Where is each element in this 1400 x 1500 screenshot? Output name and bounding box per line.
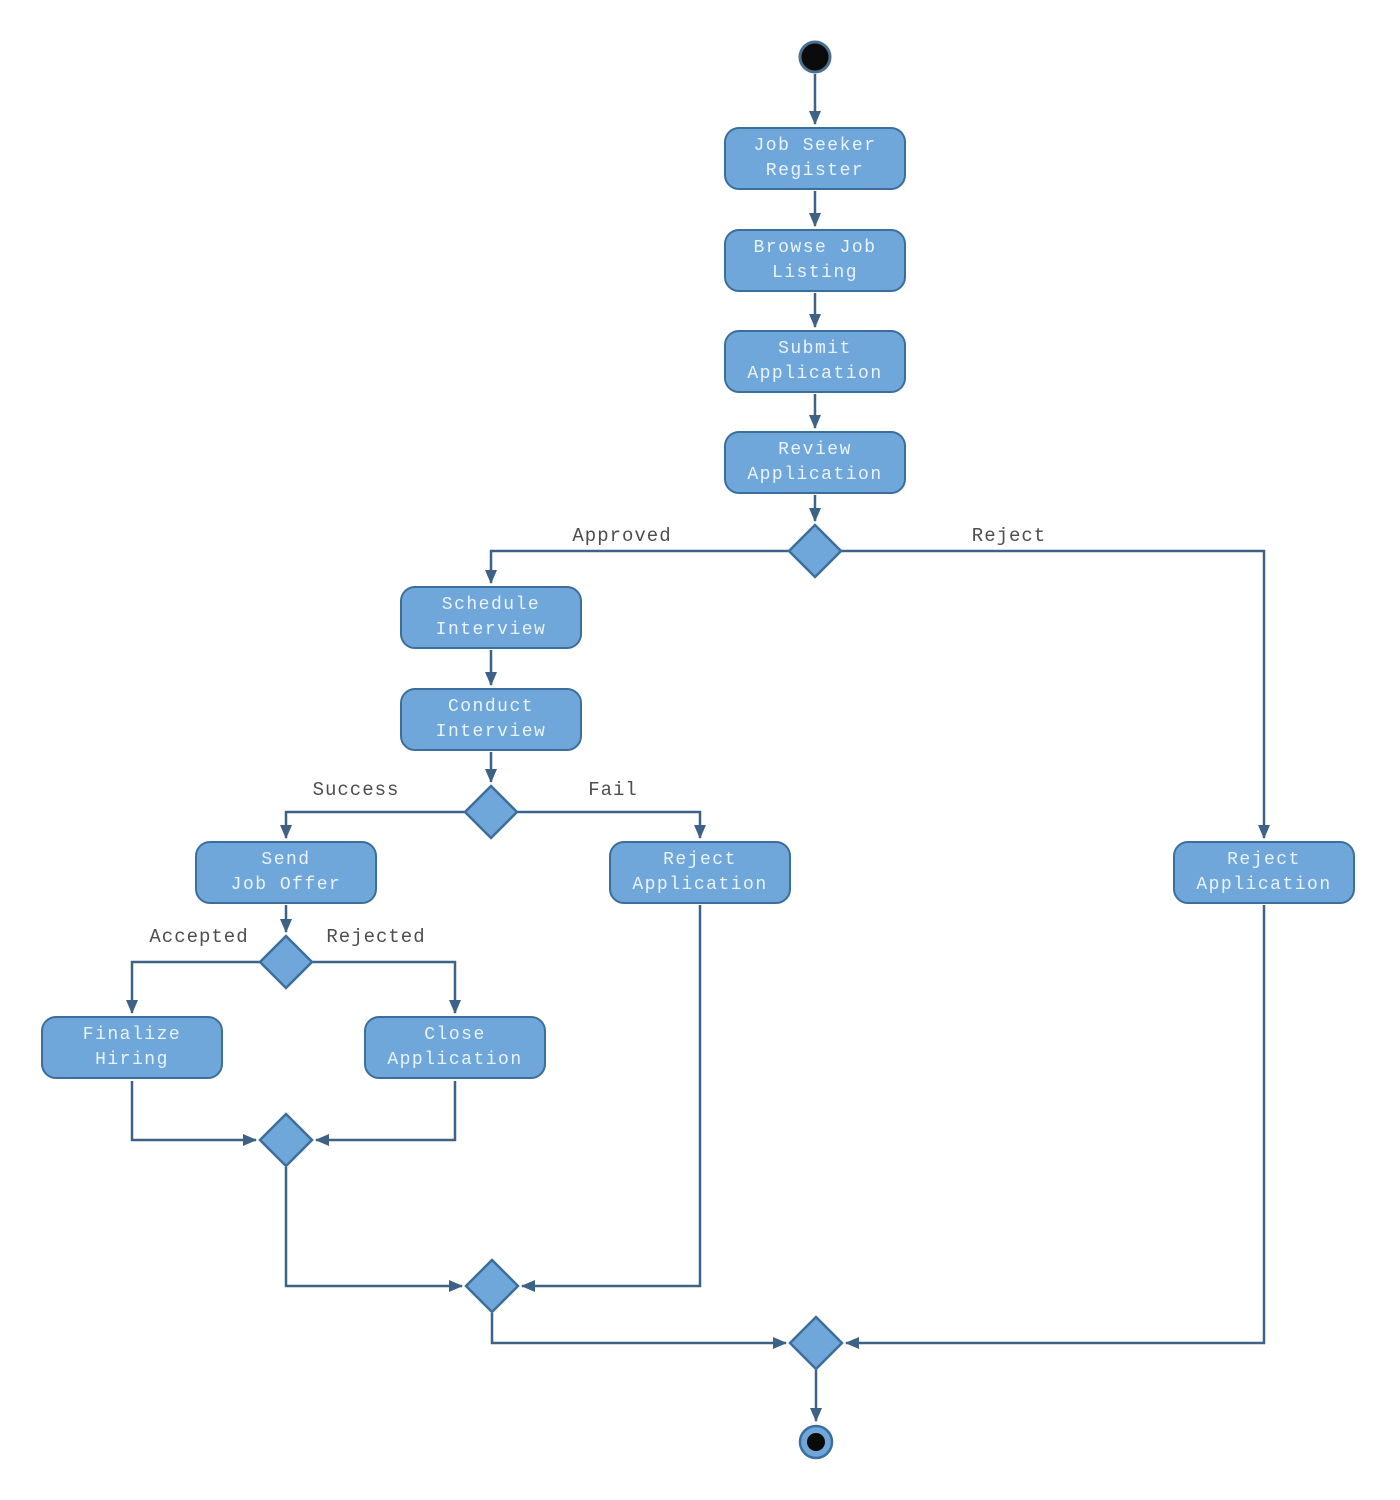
edge-close-to-merge1	[315, 1081, 457, 1146]
edge-rejected-to-close	[312, 960, 461, 1014]
activity-reject-application: Reject Application	[1173, 841, 1355, 904]
guard-label-accepted: Accepted	[149, 926, 249, 948]
edge-merge2-to-merge3	[490, 1313, 787, 1349]
edge-reject-to-reject-application	[841, 549, 1270, 839]
activity-review-application: Review Application	[724, 431, 906, 494]
edge-reject-fail-to-merge2	[521, 905, 702, 1292]
activity-schedule-interview: Schedule Interview	[400, 586, 582, 649]
edge-success-to-send-offer	[280, 810, 465, 839]
edge-finalize-to-merge1	[130, 1081, 257, 1146]
guard-label-rejected: Rejected	[326, 926, 426, 948]
merge-interview-paths	[464, 1258, 520, 1314]
activity-finalize-hiring: Finalize Hiring	[41, 1016, 223, 1079]
final-node	[807, 1433, 825, 1451]
activity-send-job-offer: Send Job Offer	[195, 841, 377, 904]
decision-interview-outcome	[463, 784, 519, 840]
guard-label-reject: Reject	[971, 525, 1047, 547]
activity-close-application: Close Application	[364, 1016, 546, 1079]
activity-submit-application: Submit Application	[724, 330, 906, 393]
edge-merge1-to-merge2	[284, 1167, 463, 1292]
edge-fail-to-reject-application	[517, 810, 706, 839]
guard-label-fail: Fail	[588, 779, 638, 801]
activity-conduct-interview: Conduct Interview	[400, 688, 582, 751]
activity-reject-application-fail: Reject Application	[609, 841, 791, 904]
edge-reject-right-to-merge3	[845, 905, 1266, 1349]
activity-job-seeker-register: Job Seeker Register	[724, 127, 906, 190]
guard-label-approved: Approved	[572, 525, 672, 547]
decision-offer-response	[258, 934, 314, 990]
merge-final-paths	[788, 1315, 844, 1371]
guard-label-success: Success	[312, 779, 400, 801]
edge-accepted-to-finalize	[126, 960, 260, 1014]
initial-node	[798, 40, 832, 74]
edge-approved-to-schedule	[485, 549, 789, 584]
merge-hiring-paths	[258, 1112, 314, 1168]
decision-review-outcome	[787, 523, 843, 579]
activity-browse-job-listing: Browse Job Listing	[724, 229, 906, 292]
